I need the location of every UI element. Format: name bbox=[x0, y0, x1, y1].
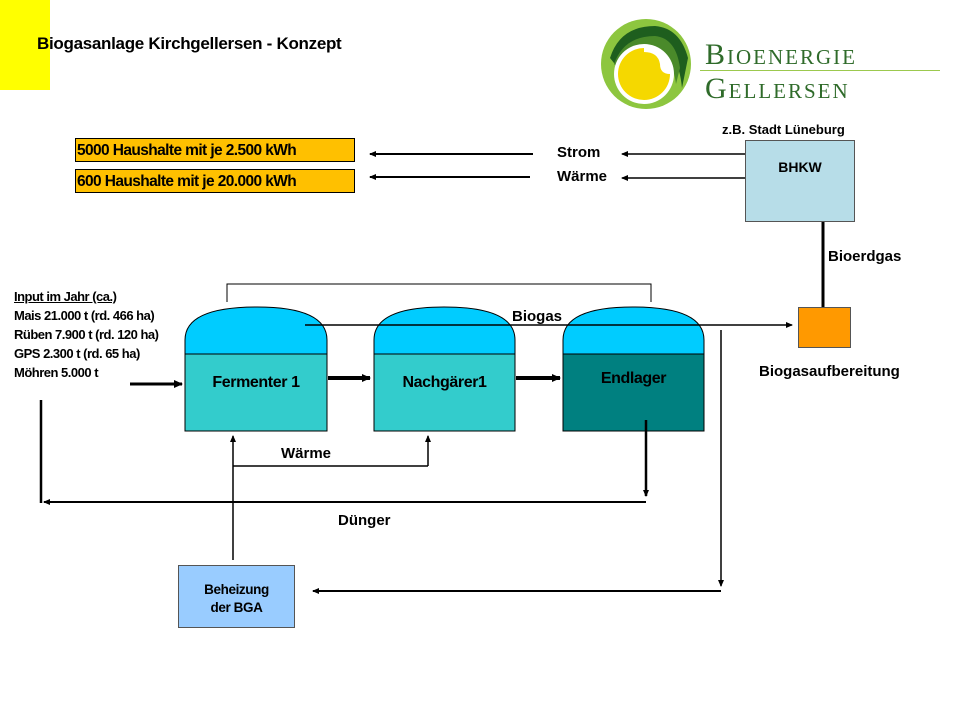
tank-fermenter-dome bbox=[184, 306, 328, 355]
label-strom: Strom bbox=[557, 144, 601, 161]
label-waerme: Wärme bbox=[557, 168, 608, 185]
heizung-box: Beheizung der BGA bbox=[178, 565, 295, 628]
tank-nachgaerer bbox=[373, 306, 516, 432]
label-biogas: Biogas bbox=[512, 308, 563, 325]
tank-bracket bbox=[226, 283, 652, 302]
label-bioerdgas: Bioerdgas bbox=[828, 248, 902, 265]
tank-label-endlager: Endlager bbox=[600, 370, 667, 387]
households-heat-box: 600 Haushalte mit je 20.000 kWh bbox=[75, 169, 355, 193]
input-item: GPS 2.300 t (rd. 65 ha) bbox=[14, 346, 140, 361]
heizung-line1: Beheizung bbox=[204, 582, 269, 597]
logo-dark-arc bbox=[610, 26, 688, 88]
logo-emblem bbox=[601, 19, 691, 109]
label-waerme-internal: Wärme bbox=[281, 445, 332, 462]
page-title: Biogasanlage Kirchgellersen - Konzept bbox=[37, 34, 342, 53]
label-biogasaufbereitung: Biogasaufbereitung bbox=[759, 363, 900, 380]
tank-label-nachgaerer: Nachgärer1 bbox=[402, 374, 487, 391]
households-electricity-box: 5000 Haushalte mit je 2.500 kWh bbox=[75, 138, 355, 162]
tank-endlager-dome bbox=[562, 306, 705, 355]
tank-fermenter-body bbox=[184, 353, 328, 432]
tank-nachgaerer-body bbox=[373, 353, 516, 432]
bhkw-box: BHKW bbox=[745, 140, 855, 222]
logo-text-gellersen: Gellersen bbox=[705, 72, 850, 105]
bhkw-location-label: z.B. Stadt Lüneburg bbox=[722, 122, 845, 137]
input-item: Rüben 7.900 t (rd. 120 ha) bbox=[14, 327, 159, 342]
logo-sun bbox=[618, 48, 670, 100]
input-item: Möhren 5.000 t bbox=[14, 365, 99, 380]
biogasaufbereitung-box bbox=[798, 307, 851, 348]
label-duenger: Dünger bbox=[338, 512, 391, 529]
input-item: Mais 21.000 t (rd. 466 ha) bbox=[14, 308, 155, 323]
tank-endlager bbox=[562, 306, 705, 432]
input-list: Input im Jahr (ca.) Mais 21.000 t (rd. 4… bbox=[14, 287, 159, 382]
yellow-accent-bar bbox=[0, 0, 50, 90]
heizung-line2: der BGA bbox=[210, 600, 263, 615]
tank-fermenter bbox=[184, 306, 328, 432]
tank-nachgaerer-dome bbox=[373, 306, 516, 355]
input-header: Input im Jahr (ca.) bbox=[14, 289, 117, 304]
logo-text-bioenergie: Bioenergie bbox=[705, 38, 857, 71]
tank-endlager-body bbox=[562, 353, 705, 432]
tank-label-fermenter: Fermenter 1 bbox=[212, 374, 300, 391]
logo-divider bbox=[700, 70, 940, 71]
bhkw-label: BHKW bbox=[778, 159, 822, 175]
